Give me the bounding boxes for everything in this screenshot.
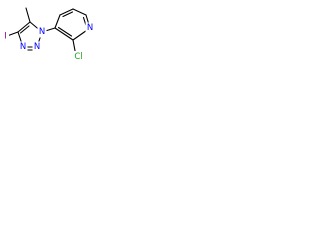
atom-label-triazole-n2: N (34, 42, 40, 52)
atom-label-chlorine: Cl (74, 52, 82, 62)
molecule-structure: I N N N N Cl (2, 7, 95, 63)
bond-py-c3-c4 (54, 14, 61, 29)
bond-py-c4-c5 (59, 8, 74, 16)
atom-label-iodine: I (4, 32, 7, 42)
atom-label-triazole-n3: N (20, 42, 26, 52)
bond-c5-c4 (17, 21, 31, 33)
bond-c5-c4-inner (19, 25, 30, 34)
bond-py-c2-c3 (54, 27, 74, 41)
atom-label-triazole-n1: N (39, 27, 45, 37)
atom-label-pyridine-n: N (87, 23, 93, 33)
bond-py-c4-c5-inner (62, 11, 74, 18)
bond-methyl (25, 7, 31, 23)
bond-py-c5-c6 (72, 8, 87, 16)
bond-py-c2-c3-inner (57, 26, 73, 37)
